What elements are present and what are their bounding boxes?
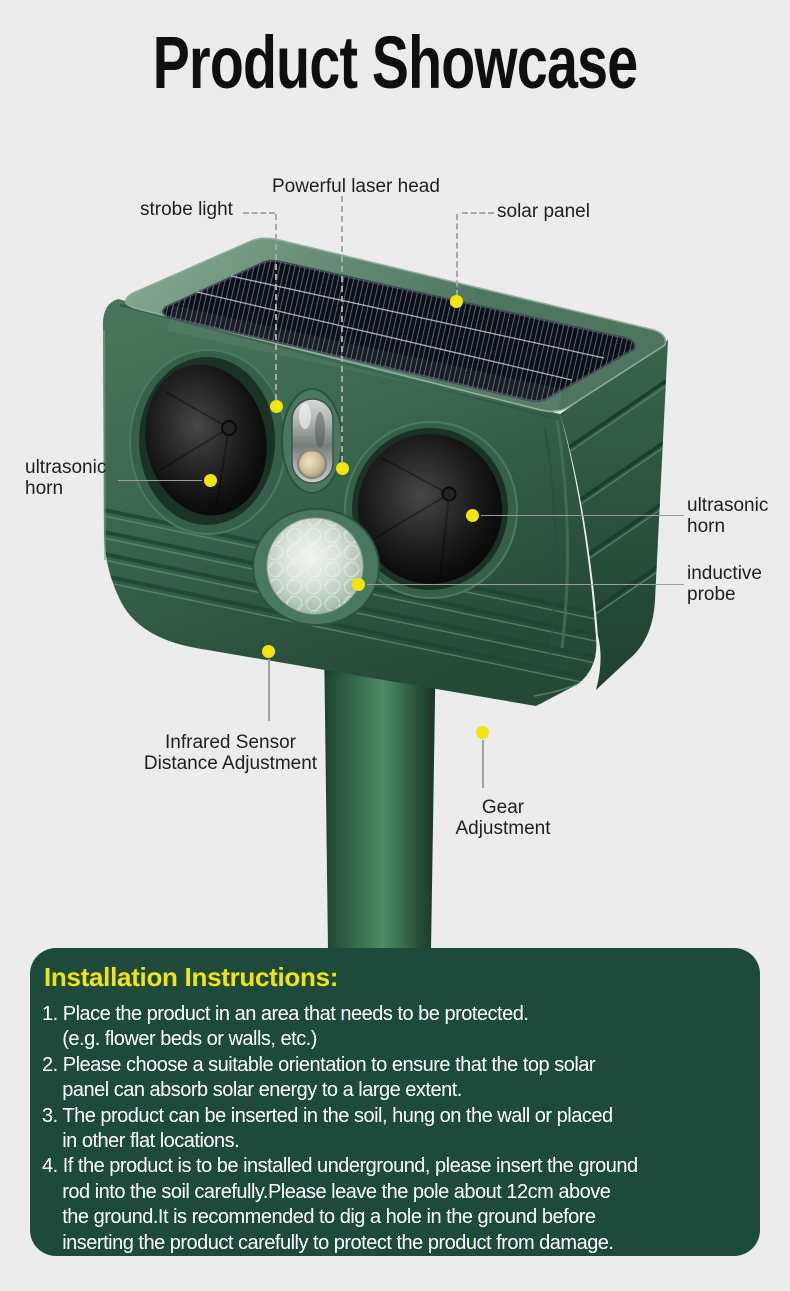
horn-right-connector-line	[481, 515, 684, 516]
device-body-graphic	[102, 237, 668, 706]
strobe-light-graphic	[281, 388, 343, 494]
pir-dome-graphic	[252, 508, 380, 626]
installation-instructions-panel: Installation Instructions: 1. Place the …	[30, 948, 760, 1256]
strobe-connector-line	[243, 212, 275, 214]
callout-ultrasonic-horn-right: ultrasonic horn	[687, 495, 769, 537]
solar-connector-line	[462, 212, 494, 214]
instruction-item-4: 4. If the product is to be installed und…	[42, 1155, 638, 1254]
strobe-connector-line-vertical	[275, 214, 277, 400]
instruction-item-1: 1. Place the product in an area that nee…	[42, 1003, 529, 1051]
instruction-item-3: 3. The product can be inserted in the so…	[42, 1104, 613, 1153]
probe-marker-dot	[352, 578, 365, 591]
gear-marker-dot	[476, 726, 489, 739]
callout-ultrasonic-horn-left: ultrasonic horn	[25, 457, 107, 499]
instruction-item-2: 2. Please choose a suitable orientation …	[42, 1053, 596, 1102]
callout-solar-panel: solar panel	[497, 201, 590, 222]
callout-strobe-light: strobe light	[140, 199, 233, 220]
page-title: Product Showcase	[0, 26, 790, 100]
laser-marker-dot	[336, 462, 349, 475]
callout-infrared-sensor: Infrared Sensor Distance Adjustment	[143, 732, 318, 774]
solar-marker-dot	[450, 295, 463, 308]
callout-inductive-probe: inductive probe	[687, 563, 762, 605]
laser-connector-line	[341, 196, 343, 462]
horn-left-connector-line	[118, 480, 202, 481]
callout-gear-adjustment: Gear Adjustment	[455, 797, 551, 839]
callout-laser-head: Powerful laser head	[272, 176, 440, 197]
ultrasonic-horn-right-graphic	[344, 421, 518, 599]
infrared-connector-line	[268, 659, 270, 721]
page-title-text: Product Showcase	[152, 21, 638, 104]
solar-connector-line-vertical	[456, 214, 458, 296]
instructions-heading: Installation Instructions:	[44, 962, 339, 992]
probe-connector-line	[367, 584, 684, 585]
horn-right-marker-dot	[466, 509, 479, 522]
infrared-marker-dot	[262, 645, 275, 658]
gear-connector-line	[482, 740, 484, 788]
horn-left-marker-dot	[204, 474, 217, 487]
strobe-marker-dot	[270, 400, 283, 413]
ultrasonic-horn-left-graphic	[129, 349, 287, 535]
